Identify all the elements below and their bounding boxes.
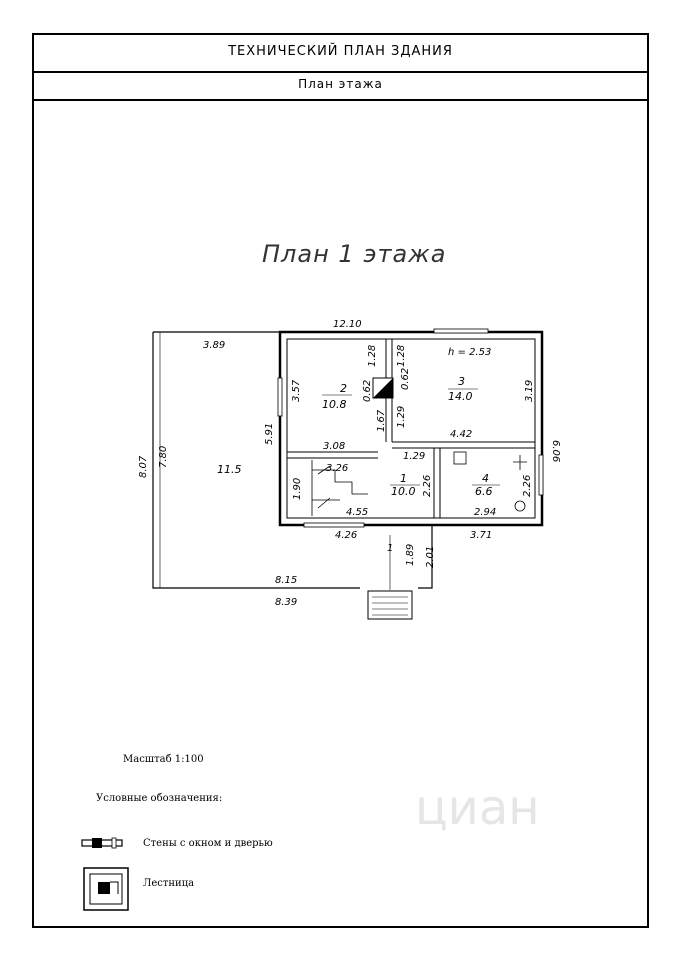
dim-label: 2.26 (422, 475, 433, 497)
dim-label: 1.28 (367, 345, 378, 367)
dim-label: 4.26 (335, 530, 357, 541)
wall-room1-room4 (433, 448, 441, 518)
toilet-icon (514, 500, 526, 512)
dim-label: 7.80 (158, 446, 169, 468)
document-title: ТЕХНИЧЕСКИЙ ПЛАН ЗДАНИЯ (34, 35, 647, 73)
entrance-label: 1 (387, 543, 393, 554)
dim-label: 8.15 (275, 575, 297, 586)
dim-label: 8.39 (275, 597, 297, 608)
dim-label: 4.55 (346, 507, 368, 518)
dim-label: 2.94 (474, 507, 496, 518)
dim-label: 12.10 (333, 319, 362, 330)
room-4-area: 6.6 (475, 485, 493, 498)
dim-label: 5.91 (264, 423, 275, 445)
legend-heading: Условные обозначения: (96, 793, 223, 804)
dim-label: 4.42 (450, 429, 472, 440)
interior-stairs (311, 460, 368, 516)
wall-room3-south (392, 441, 535, 449)
stove-fill (373, 378, 393, 398)
terrace-area: 11.5 (217, 463, 242, 476)
room-4-number: 4 (482, 472, 489, 485)
room-2-number: 2 (340, 382, 347, 395)
legend-stairs-symbol (83, 867, 129, 911)
entrance-steps (372, 596, 408, 616)
dim-label: 3.89 (203, 340, 225, 351)
room-1-area: 10.0 (391, 485, 416, 498)
dim-label: 3.57 (291, 379, 302, 402)
room-1-number: 1 (400, 472, 407, 485)
dim-label: 2.26 (522, 475, 533, 497)
legend-walls-symbol (81, 837, 123, 849)
room-3-area: 14.0 (448, 390, 473, 403)
dim-label: 1.90 (292, 478, 303, 500)
wall-room2-south (287, 451, 378, 459)
legend-walls-label: Стены с окном и дверью (143, 838, 273, 849)
window-east (538, 454, 544, 496)
dim-label: 3.19 (524, 380, 535, 402)
entrance-stairs (367, 590, 413, 620)
scale-label: Масштаб 1:100 (123, 754, 204, 765)
ceiling-height-label: h = 2.53 (448, 347, 491, 358)
dim-label: 0.62 (362, 380, 373, 402)
dim-label: 2.01 (425, 546, 436, 568)
dim-label: 8.07 (138, 455, 149, 478)
dim-label: 1.67 (376, 409, 387, 432)
dim-label: 6.06 (550, 440, 561, 462)
dim-label: 3.08 (323, 441, 345, 452)
sink-icon (453, 451, 467, 465)
dim-label: 1.28 (396, 345, 407, 367)
window-north (433, 328, 489, 334)
dim-label: 3.71 (470, 530, 492, 541)
dim-label: 0.62 (400, 368, 411, 390)
document-subtitle: План этажа (34, 71, 647, 101)
room-3-number: 3 (458, 375, 465, 388)
stair-arrows (317, 465, 331, 509)
drawing-frame: ТЕХНИЧЕСКИЙ ПЛАН ЗДАНИЯ План этажа (32, 33, 649, 928)
light-icon (513, 455, 527, 470)
dim-label: 1.89 (405, 544, 416, 566)
window-south (303, 522, 365, 528)
legend-stairs-label: Лестница (143, 878, 195, 889)
plan-title: План 1 этажа (262, 240, 447, 268)
terrace-outline (152, 331, 433, 589)
dim-label: 1.29 (396, 406, 407, 428)
dim-label: 1.29 (403, 451, 425, 462)
watermark: циан (415, 780, 540, 836)
room-2-area: 10.8 (322, 398, 347, 411)
dim-label: 3.26 (326, 463, 348, 474)
window-west (277, 377, 283, 417)
